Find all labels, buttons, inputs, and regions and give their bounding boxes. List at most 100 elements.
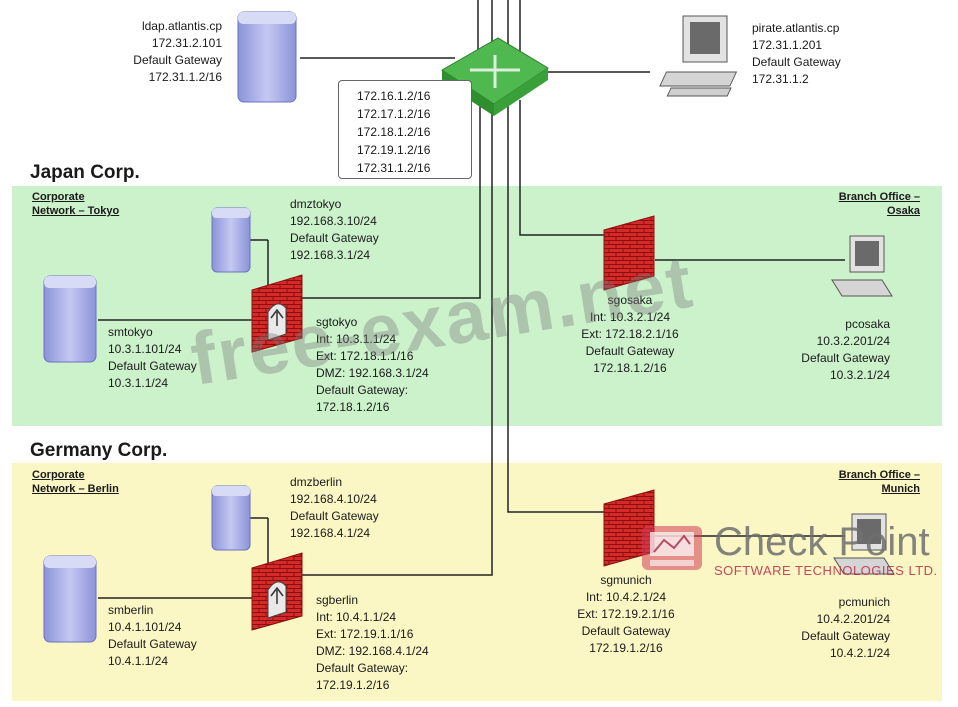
sgosaka-ext: Ext: 172.18.2.1/16 xyxy=(581,327,679,341)
ldap-server-icon xyxy=(237,11,297,103)
smberlin-info: smberlin 10.4.1.101/24 Default Gateway 1… xyxy=(108,602,197,670)
dmzberlin-ip: 192.168.4.10/24 xyxy=(290,492,377,506)
sgosaka-firewall-icon xyxy=(603,215,655,291)
dmztokyo-ip: 192.168.3.10/24 xyxy=(290,214,377,228)
sgberlin-info: sgberlin Int: 10.4.1.1/24 Ext: 172.19.1.… xyxy=(316,592,429,694)
sgosaka-gw: 172.18.1.2/16 xyxy=(593,361,667,375)
route-4: 172.19.1.2/16 xyxy=(357,143,431,157)
japan-zone xyxy=(12,186,942,426)
sgmunich-gw: 172.19.1.2/16 xyxy=(589,641,663,655)
munich-branch-label: Branch Office – Munich xyxy=(780,468,920,496)
line-sgberlin xyxy=(283,100,493,576)
sgtokyo-gw-label: Default Gateway: xyxy=(316,383,409,397)
sgmunich-hostname: sgmunich xyxy=(600,573,652,587)
japan-network-label-2: Network – Tokyo xyxy=(32,205,120,217)
sgmunich-int: Int: 10.4.2.1/24 xyxy=(585,590,667,604)
dmztokyo-hostname: dmztokyo xyxy=(290,197,342,211)
smtokyo-info: smtokyo 10.3.1.101/24 Default Gateway 10… xyxy=(108,324,197,392)
sgosaka-info: sgosaka Int: 10.3.2.1/24 Ext: 172.18.2.1… xyxy=(560,292,700,377)
sgberlin-ext: Ext: 172.19.1.1/16 xyxy=(316,627,414,641)
dmzberlin-server-icon xyxy=(211,485,251,551)
germany-network-label-1: Corporate xyxy=(32,469,85,481)
pirate-gw: 172.31.1.2 xyxy=(752,72,809,86)
smtokyo-gw: 10.3.1.1/24 xyxy=(108,376,169,390)
connection-lines xyxy=(98,0,845,599)
pcosaka-hostname: pcosaka xyxy=(845,317,890,331)
smberlin-ip: 10.4.1.101/24 xyxy=(108,620,182,634)
smberlin-gw-label: Default Gateway xyxy=(108,637,197,651)
ldap-ip: 172.31.2.101 xyxy=(151,36,222,50)
sgtokyo-int: Int: 10.3.1.1/24 xyxy=(316,332,397,346)
smtokyo-server-icon xyxy=(43,275,97,363)
germany-title: Germany Corp. xyxy=(30,440,168,461)
smtokyo-ip: 10.3.1.101/24 xyxy=(108,342,182,356)
pirate-hostname: pirate.atlantis.cp xyxy=(752,21,840,35)
sgosaka-int: Int: 10.3.2.1/24 xyxy=(589,310,671,324)
pirate-gw-label: Default Gateway xyxy=(752,55,841,69)
japan-network-label-1: Corporate xyxy=(32,191,85,203)
dmzberlin-hostname: dmzberlin xyxy=(290,475,343,489)
smberlin-gw: 10.4.1.1/24 xyxy=(108,654,169,668)
germany-zone xyxy=(12,463,942,701)
dmzberlin-info: dmzberlin 192.168.4.10/24 Default Gatewa… xyxy=(290,474,379,542)
checkpoint-logo-icon xyxy=(642,526,702,570)
ldap-gw-label: Default Gateway xyxy=(133,53,222,67)
route-2: 172.17.1.2/16 xyxy=(357,107,431,121)
dmztokyo-gw: 192.168.3.1/24 xyxy=(290,248,371,262)
sgberlin-gw-label: Default Gateway: xyxy=(316,661,409,675)
sgberlin-gw: 172.19.1.2/16 xyxy=(316,678,390,692)
smberlin-server-icon xyxy=(43,555,97,643)
pcmunich-gw-label: Default Gateway xyxy=(801,629,890,643)
smberlin-hostname: smberlin xyxy=(108,603,154,617)
sgmunich-ext: Ext: 172.19.2.1/16 xyxy=(577,607,675,621)
sgtokyo-hostname: sgtokyo xyxy=(316,315,358,329)
osaka-branch-label: Branch Office – Osaka xyxy=(780,190,920,218)
route-1: 172.16.1.2/16 xyxy=(357,89,431,103)
germany-network-label: Corporate Network – Berlin xyxy=(32,468,119,496)
sgmunich-gw-label: Default Gateway xyxy=(581,624,671,638)
pcosaka-info: pcosaka 10.3.2.201/24 Default Gateway 10… xyxy=(770,316,890,384)
checkpoint-logo-name: Check Point xyxy=(714,520,930,564)
pcmunich-info: pcmunich 10.4.2.201/24 Default Gateway 1… xyxy=(770,594,890,662)
dmzberlin-gw-label: Default Gateway xyxy=(290,509,379,523)
sgtokyo-gw: 172.18.1.2/16 xyxy=(316,400,390,414)
osaka-branch-label-1: Branch Office – xyxy=(838,191,920,203)
dmztokyo-gw-label: Default Gateway xyxy=(290,231,379,245)
dmztokyo-server-icon xyxy=(211,207,251,273)
sgtokyo-ext: Ext: 172.18.1.1/16 xyxy=(316,349,414,363)
sgberlin-dmz: DMZ: 192.168.4.1/24 xyxy=(316,644,429,658)
ldap-gw: 172.31.1.2/16 xyxy=(148,70,222,84)
switch-routes-box: 172.16.1.2/16 172.17.1.2/16 172.18.1.2/1… xyxy=(338,80,472,179)
ldap-info: ldap.atlantis.cp 172.31.2.101 Default Ga… xyxy=(92,18,222,86)
pirate-ip: 172.31.1.201 xyxy=(752,38,823,52)
pcosaka-gw-label: Default Gateway xyxy=(801,351,890,365)
sgtokyo-firewall-icon xyxy=(251,274,303,353)
munich-branch-label-2: Munich xyxy=(881,483,921,495)
pcmunich-hostname: pcmunich xyxy=(838,595,890,609)
sgberlin-firewall-icon xyxy=(251,552,303,631)
sgtokyo-dmz: DMZ: 192.168.3.1/24 xyxy=(316,366,429,380)
pcmunich-gw: 10.4.2.1/24 xyxy=(829,646,890,660)
pcosaka-ip: 10.3.2.201/24 xyxy=(816,334,890,348)
dmzberlin-gw: 192.168.4.1/24 xyxy=(290,526,371,540)
germany-network-label-2: Network – Berlin xyxy=(32,483,119,495)
route-3: 172.18.1.2/16 xyxy=(357,125,431,139)
smtokyo-gw-label: Default Gateway xyxy=(108,359,197,373)
osaka-branch-label-2: Osaka xyxy=(886,205,920,217)
japan-network-label: Corporate Network – Tokyo xyxy=(32,190,119,218)
munich-branch-label-1: Branch Office – xyxy=(838,469,920,481)
pcmunich-workstation-icon xyxy=(833,513,895,575)
pcosaka-workstation-icon xyxy=(831,235,893,297)
dmztokyo-info: dmztokyo 192.168.3.10/24 Default Gateway… xyxy=(290,196,379,264)
line-sgmunich xyxy=(507,100,620,513)
pirate-workstation-icon xyxy=(659,15,738,97)
sgtokyo-info: sgtokyo Int: 10.3.1.1/24 Ext: 172.18.1.1… xyxy=(316,314,429,416)
line-sgtokyo xyxy=(283,100,481,299)
route-5: 172.31.1.2/16 xyxy=(357,161,431,175)
pcmunich-ip: 10.4.2.201/24 xyxy=(816,612,890,626)
pcosaka-gw: 10.3.2.1/24 xyxy=(829,368,890,382)
checkpoint-logo: Check Point SOFTWARE TECHNOLOGIES LTD. xyxy=(640,520,940,580)
pirate-info: pirate.atlantis.cp 172.31.1.201 Default … xyxy=(752,20,841,88)
sgberlin-hostname: sgberlin xyxy=(316,593,359,607)
